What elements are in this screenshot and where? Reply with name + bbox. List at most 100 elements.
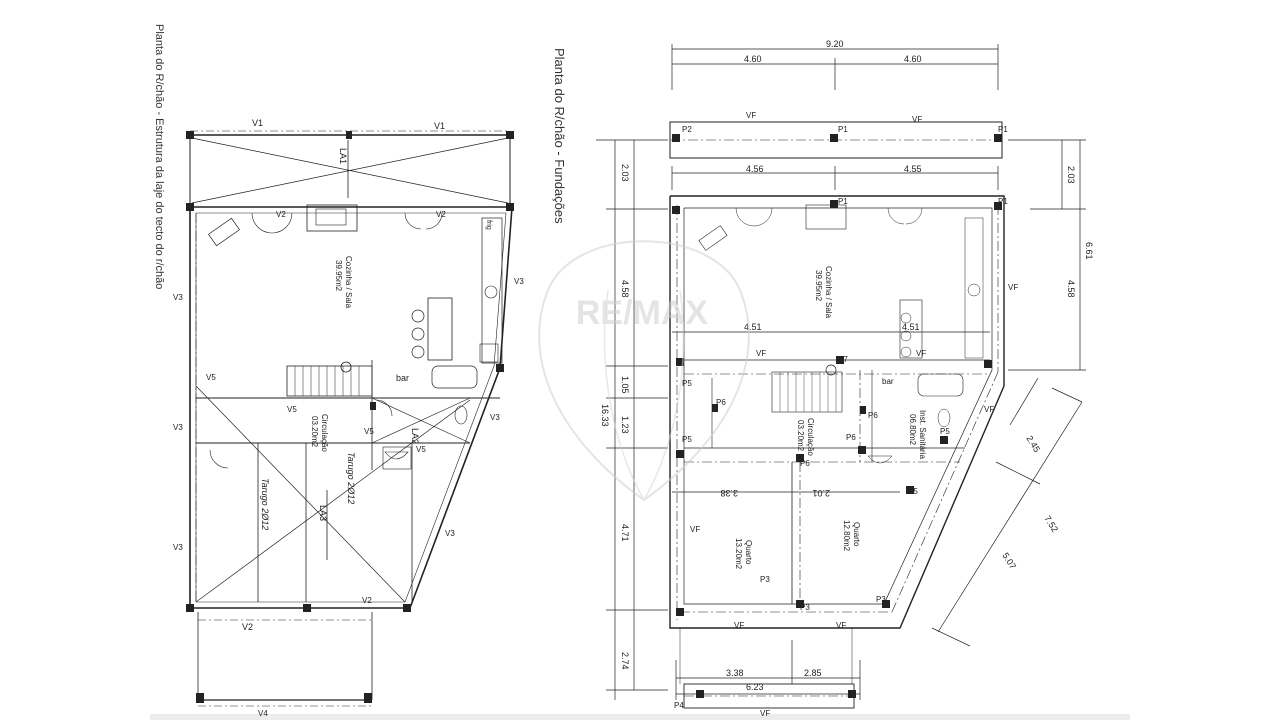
tarugo-label: Tarugo 2Ø12 — [346, 452, 356, 504]
slab-label-la3: LA3 — [318, 505, 328, 521]
dim-inner-left: 4.56 — [746, 164, 764, 174]
dim-top-total: 9.20 — [826, 39, 844, 49]
left-plan: Planta do R/chão - Estrutura da laje do … — [153, 24, 514, 707]
dim-right-458: 4.58 — [1066, 280, 1076, 298]
room-name-quarto-1: Quarto — [744, 540, 753, 565]
balloon-icon — [538, 240, 750, 502]
dim-left-total: 16.33 — [600, 404, 610, 427]
dim-bottom-total: 6.23 — [746, 682, 764, 692]
room-area-inst-sanitaria: 06.80m2 — [908, 414, 917, 446]
beam-label-vf: VF — [760, 709, 770, 718]
dim-inner-right: 4.55 — [904, 164, 922, 174]
dim-diag-245: 2.45 — [1024, 434, 1042, 454]
dim-bottom-left: 3.38 — [726, 668, 744, 678]
beam-label-vf: VF — [984, 405, 994, 414]
beam-label-v5: V5 — [287, 405, 297, 414]
pillar-label-p4: P4 — [674, 701, 684, 710]
watermark-text: RE/MAX — [576, 294, 709, 332]
beam-label-v3: V3 — [514, 277, 524, 286]
dim-quarto-left: 3.38 — [720, 488, 738, 498]
dim-quarto-right: 2.01 — [812, 488, 830, 498]
tarugo-label: Tarugo 2Ø12 — [260, 478, 270, 530]
room-name-circulacao: Circulação — [806, 418, 815, 456]
beam-label-vf: VF — [1008, 283, 1018, 292]
beam-label-v1: V1 — [434, 121, 445, 131]
beam-label-v4: V4 — [258, 709, 268, 718]
beam-label-vf: VF — [916, 349, 926, 358]
pillar-label-p1: P1 — [838, 125, 848, 134]
beam-label-v2: V2 — [362, 596, 372, 605]
room-name-sala: Cozinha / Sala — [344, 256, 353, 309]
room-area-circulacao: 03.20m2 — [796, 420, 805, 452]
pillar-label-p3: P3 — [800, 603, 810, 612]
pillar-label-p1: P1 — [998, 197, 1008, 206]
left-plan-labels: V1 V1 V2 V2 V2 V2 V3 V3 V3 V3 V3 V3 V4 V… — [173, 118, 524, 718]
beam-label-vf: VF — [734, 621, 744, 630]
dim-right-203: 2.03 — [1066, 166, 1076, 184]
dim-left-471: 4.71 — [620, 524, 630, 542]
pillar-label-p5: P5 — [682, 435, 692, 444]
pillar-label-p6: P6 — [716, 398, 726, 407]
pillar-label-p2: P2 — [682, 125, 692, 134]
bottom-strip — [150, 714, 1130, 720]
right-plan: Planta do R/chão - Fundações — [552, 44, 1086, 709]
dim-left-274: 2.74 — [620, 652, 630, 670]
beam-label-v5: V5 — [206, 373, 216, 382]
fixture-bar: bar — [882, 377, 894, 386]
fixture-frig: frig — [485, 220, 492, 230]
beam-label-vf: VF — [690, 525, 700, 534]
right-plan-title: Planta do R/chão - Fundações — [552, 48, 567, 224]
beam-label-v5: V5 — [364, 427, 374, 436]
dim-top-half-left: 4.60 — [744, 54, 762, 64]
dim-diag-507: 5.07 — [1000, 551, 1018, 571]
beam-label-v2: V2 — [242, 622, 253, 632]
pillar-label-p6: P6 — [800, 459, 810, 468]
room-name-quarto-2: Quarto — [852, 522, 861, 547]
room-area-circulacao: 03.20m2 — [310, 416, 319, 448]
room-name-sala: Cozinha / Sala — [824, 266, 833, 319]
dim-top-half-right: 4.60 — [904, 54, 922, 64]
pillar-label-p6: P6 — [868, 411, 878, 420]
beam-label-v5: V5 — [416, 445, 426, 454]
room-area-sala: 39.95m2 — [334, 260, 343, 292]
dim-bottom-right: 2.85 — [804, 668, 822, 678]
beam-label-v1: V1 — [252, 118, 263, 128]
pillar-label-p5: P5 — [908, 487, 918, 496]
dim-mid-right: 4.51 — [902, 322, 920, 332]
pillar-label-p7: P7 — [838, 355, 848, 364]
dim-left-105: 1.05 — [620, 376, 630, 394]
slab-label-la1: LA1 — [338, 148, 348, 164]
beam-label-vf: VF — [836, 621, 846, 630]
pillar-label-p3: P3 — [876, 595, 886, 604]
beam-label-v3: V3 — [445, 529, 455, 538]
room-area-quarto-2: 12.80m2 — [842, 520, 851, 552]
beam-label-vf: VF — [756, 349, 766, 358]
left-plan-title: Planta do R/chão - Estrutura da laje do … — [153, 24, 165, 289]
slab-label-la2: LA2 — [410, 428, 420, 444]
dim-mid-left: 4.51 — [744, 322, 762, 332]
room-area-quarto-1: 13.20m2 — [734, 538, 743, 570]
dim-right-661: 6.61 — [1084, 242, 1094, 260]
dim-left-123: 1.23 — [620, 416, 630, 434]
beam-label-v3: V3 — [490, 413, 500, 422]
beam-label-v3: V3 — [173, 543, 183, 552]
beam-label-v2: V2 — [276, 210, 286, 219]
room-area-sala: 39.95m2 — [814, 270, 823, 302]
pillar-label-p1: P1 — [838, 197, 848, 206]
pillar-label-p1: P1 — [998, 125, 1008, 134]
dim-diag-752: 7.52 — [1042, 514, 1060, 534]
fixture-bar: bar — [396, 373, 409, 383]
room-name-inst-sanitaria: Inst. Sanitária — [918, 410, 927, 459]
pillar-label-p6: P6 — [846, 433, 856, 442]
pillar-label-p5: P5 — [940, 427, 950, 436]
pillar-label-p3: P3 — [760, 575, 770, 584]
watermark: RE/MAX — [538, 240, 750, 502]
beam-label-vf: VF — [912, 115, 922, 124]
dim-left-458: 4.58 — [620, 280, 630, 298]
beam-label-v2: V2 — [436, 210, 446, 219]
beam-label-vf: VF — [746, 111, 756, 120]
beam-label-v3: V3 — [173, 423, 183, 432]
beam-label-v3: V3 — [173, 293, 183, 302]
pillar-label-p5: P5 — [682, 379, 692, 388]
